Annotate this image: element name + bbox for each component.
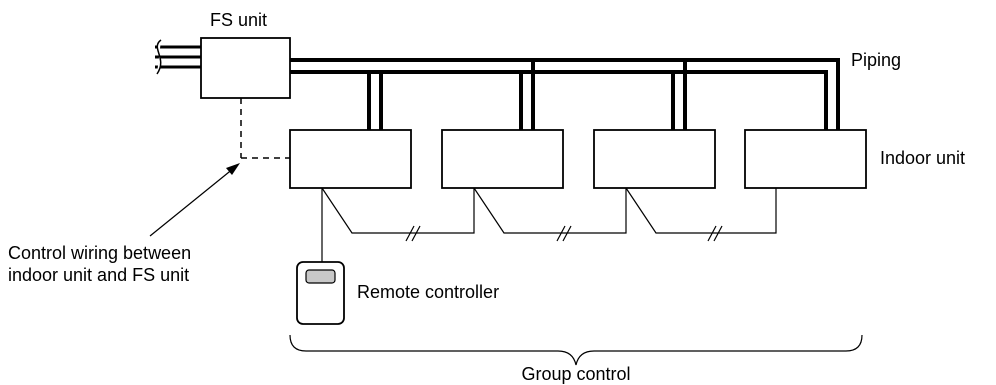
- indoor-unit-3: [593, 129, 716, 189]
- indoor-unit-2: [441, 129, 564, 189]
- control-wiring-label-line1: Control wiring between: [8, 243, 191, 263]
- pipe-break-mark: [156, 39, 162, 75]
- indoor-unit-4: [744, 129, 867, 189]
- indoor-unit-label: Indoor unit: [880, 148, 965, 168]
- fs-unit-label: FS unit: [210, 10, 267, 30]
- fs-control-wiring: [240, 98, 290, 159]
- indoor-units: [289, 129, 867, 189]
- wiring-break-marks: [405, 225, 723, 242]
- indoor-unit-1: [289, 129, 412, 189]
- control-wiring-leader: [149, 167, 235, 237]
- remote-controller-label: Remote controller: [357, 282, 499, 302]
- main-piping: [290, 58, 840, 130]
- piping-label: Piping: [851, 50, 901, 70]
- group-control-brace: [289, 334, 863, 366]
- control-wiring-label-line2: indoor unit and FS unit: [8, 265, 189, 285]
- incoming-piping: [155, 45, 201, 69]
- control-wiring-arrowhead: [226, 163, 240, 175]
- remote-controller-screen: [305, 269, 336, 284]
- group-control-label: Group control: [521, 364, 630, 384]
- group-control-wiring: [321, 187, 777, 234]
- branch-piping: [367, 58, 687, 130]
- fs-unit-box: [200, 37, 291, 99]
